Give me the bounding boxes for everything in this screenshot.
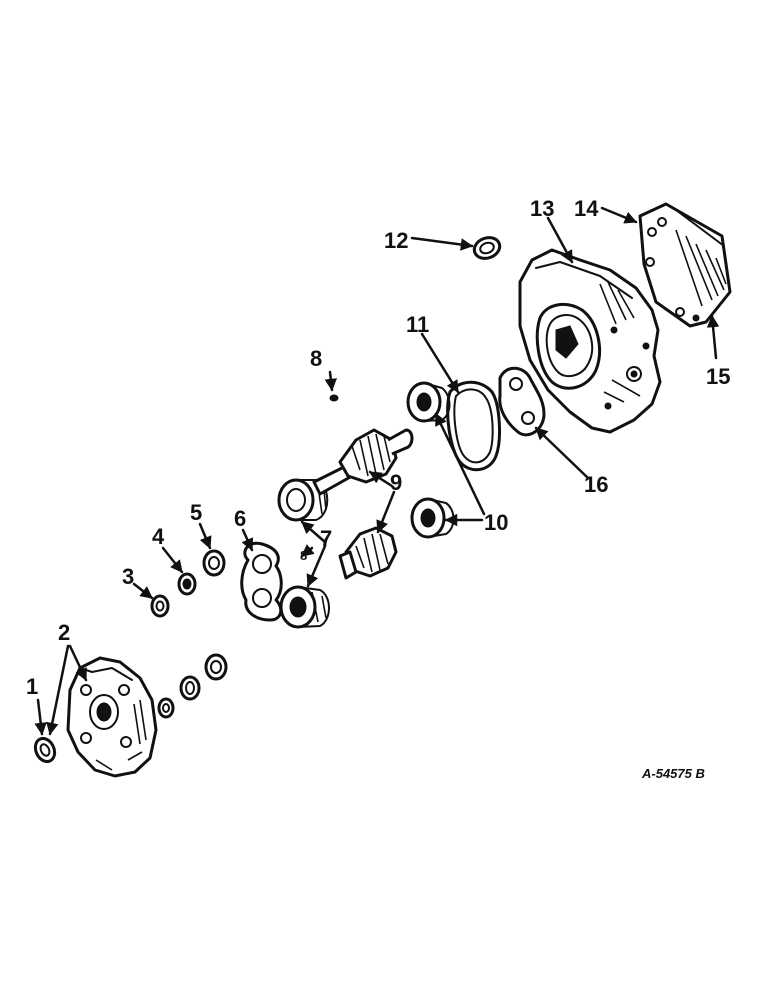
callout-7-sub: 8 xyxy=(300,548,307,563)
callout-1: 1 xyxy=(26,674,38,699)
part-4-ring xyxy=(177,572,197,596)
callout-10: 10 xyxy=(484,510,508,535)
leader-lines xyxy=(34,206,720,736)
part-13-pump-body xyxy=(518,248,662,434)
part-10-bearing-upper xyxy=(406,381,451,423)
part-7-bushing-lower xyxy=(279,585,330,629)
part-7-bushing-upper xyxy=(277,478,329,522)
part-16-gasket xyxy=(498,366,546,437)
callout-labels: 1 2 3 4 5 6 7 8 8 9 10 11 12 13 14 15 16 xyxy=(26,196,730,699)
drawing-code: A-54575 B xyxy=(641,766,705,781)
part-3-ring xyxy=(150,594,170,618)
part-11-o-ring xyxy=(446,380,501,472)
part-12-washer xyxy=(472,236,502,260)
part-14-cover-plate xyxy=(638,202,732,328)
part-bearing-rings-lower xyxy=(157,653,228,719)
callout-13: 13 xyxy=(530,196,554,221)
callout-7: 7 xyxy=(320,526,332,551)
callout-4: 4 xyxy=(152,524,165,549)
part-9-drive-gear-shaft xyxy=(312,428,414,496)
part-8-pin xyxy=(329,394,339,402)
part-6-gasket xyxy=(240,541,283,622)
part-10-bearing-lower xyxy=(410,497,455,539)
callout-16: 16 xyxy=(584,472,608,497)
callout-11: 11 xyxy=(406,312,429,337)
callout-14: 14 xyxy=(574,196,599,221)
callout-2: 2 xyxy=(58,620,70,645)
part-9-driven-gear xyxy=(338,526,398,580)
callout-9: 9 xyxy=(390,470,402,495)
callout-5: 5 xyxy=(190,500,202,525)
callout-15: 15 xyxy=(706,364,730,389)
callout-6: 6 xyxy=(234,506,246,531)
part-1-seal xyxy=(33,736,57,764)
callout-8: 8 xyxy=(310,346,322,371)
part-2-end-cover xyxy=(66,656,158,778)
callout-3: 3 xyxy=(122,564,134,589)
callout-12: 12 xyxy=(384,228,408,253)
part-5-ring xyxy=(202,549,226,577)
